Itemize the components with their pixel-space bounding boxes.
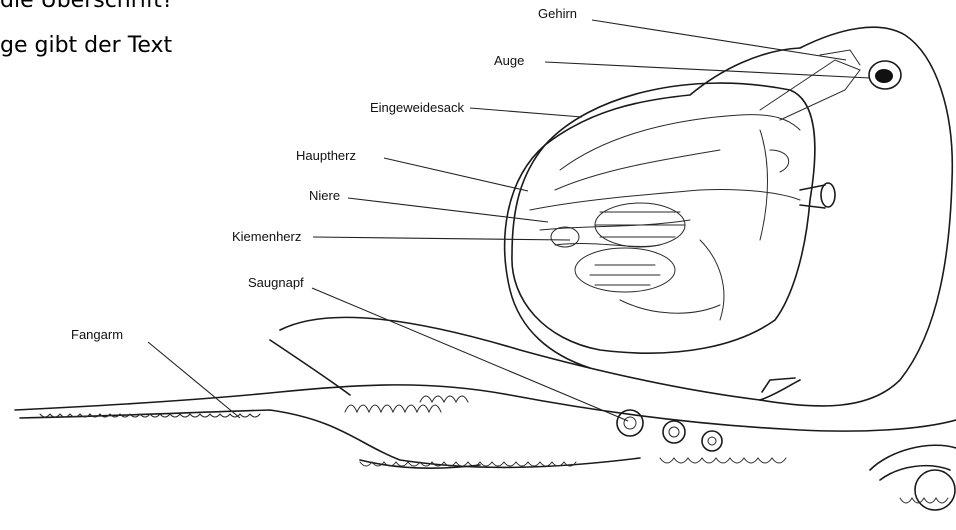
arm-long xyxy=(15,385,956,431)
label-eingeweidesack: Eingeweidesack xyxy=(370,100,464,116)
leader-gehirn xyxy=(592,20,846,60)
label-kiemenherz: Kiemenherz xyxy=(232,229,301,245)
leader-fangarm xyxy=(148,342,240,418)
head-outline xyxy=(505,48,800,368)
leader-auge xyxy=(545,62,870,78)
leader-eingeweidesack xyxy=(470,108,582,117)
label-niere: Niere xyxy=(309,188,340,204)
label-auge: Auge xyxy=(494,53,524,69)
label-fangarm: Fangarm xyxy=(71,327,123,343)
sucker-2 xyxy=(663,421,685,443)
label-saugnapf: Saugnapf xyxy=(248,275,304,291)
label-gehirn: Gehirn xyxy=(538,6,577,22)
mantle-outline xyxy=(760,27,952,406)
leader-kiemenherz xyxy=(313,237,570,240)
leader-hauptherz xyxy=(384,158,528,191)
sucker-3 xyxy=(702,431,722,451)
label-hauptherz: Hauptherz xyxy=(296,148,356,164)
leader-saugnapf xyxy=(312,288,628,421)
arm-upper xyxy=(280,317,760,400)
